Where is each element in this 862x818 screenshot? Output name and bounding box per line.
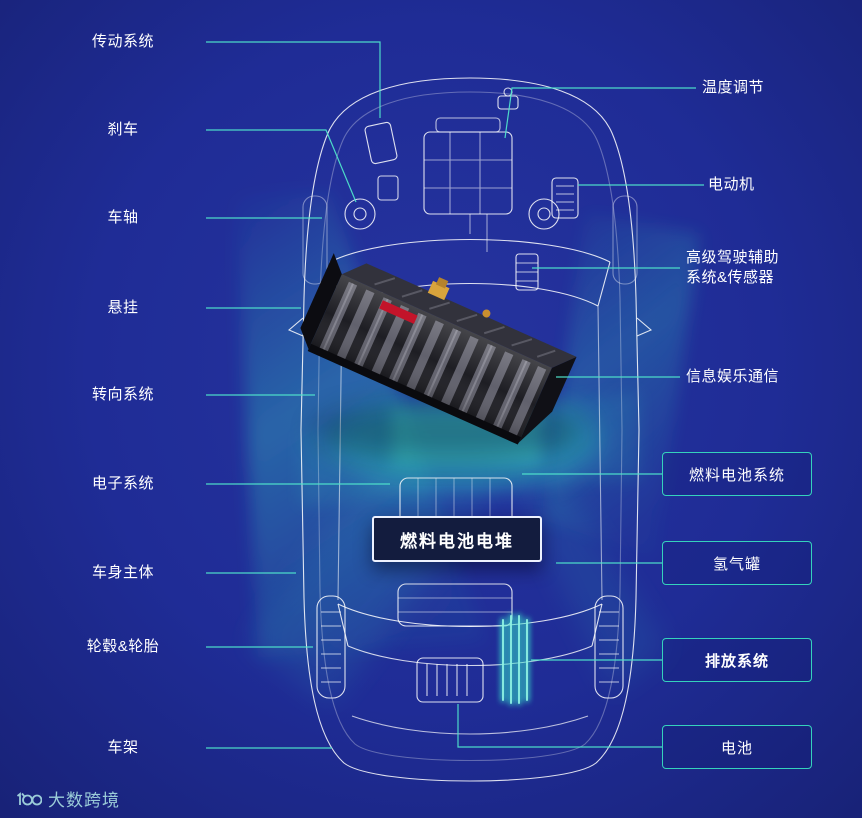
label-frame: 车架 xyxy=(107,739,139,756)
callout-fuel-cell-system: 燃料电池系统 xyxy=(662,452,812,496)
callout-hydrogen-tank: 氢气罐 xyxy=(662,541,812,585)
label-electronic-system: 电子系统 xyxy=(91,475,154,492)
light-beams xyxy=(236,192,700,706)
exhaust-illustration xyxy=(500,613,530,706)
fuel-cell-stack-illustration xyxy=(300,253,577,445)
label-suspension: 悬挂 xyxy=(107,299,139,316)
label-transmission: 传动系统 xyxy=(91,33,154,50)
stack-red-label xyxy=(379,300,418,324)
callout-exhaust-system: 排放系统 xyxy=(662,638,812,682)
brand-logo-icon xyxy=(16,791,42,805)
label-brakes: 刹车 xyxy=(107,121,139,138)
brand-logo: 大数跨境 xyxy=(16,786,120,811)
callout-battery: 电池 xyxy=(662,725,812,769)
label-infotainment: 信息娱乐通信 xyxy=(686,368,780,385)
label-wheels-tires: 轮毂&轮胎 xyxy=(86,638,160,655)
callout-fuel-cell-stack: 燃料电池电堆 xyxy=(372,516,542,562)
car-wireframe xyxy=(287,77,653,782)
label-car-body: 车身主体 xyxy=(91,564,154,581)
stack-shadow xyxy=(315,402,585,462)
label-steering-system: 转向系统 xyxy=(91,386,154,403)
label-thermal-regulation: 温度调节 xyxy=(702,79,765,96)
label-axle: 车轴 xyxy=(107,209,139,226)
label-adas-sensors: 高级驾驶辅助系统&传感器 xyxy=(686,249,780,286)
label-electric-motor: 电动机 xyxy=(708,176,755,193)
brand-logo-text: 大数跨境 xyxy=(48,791,120,810)
